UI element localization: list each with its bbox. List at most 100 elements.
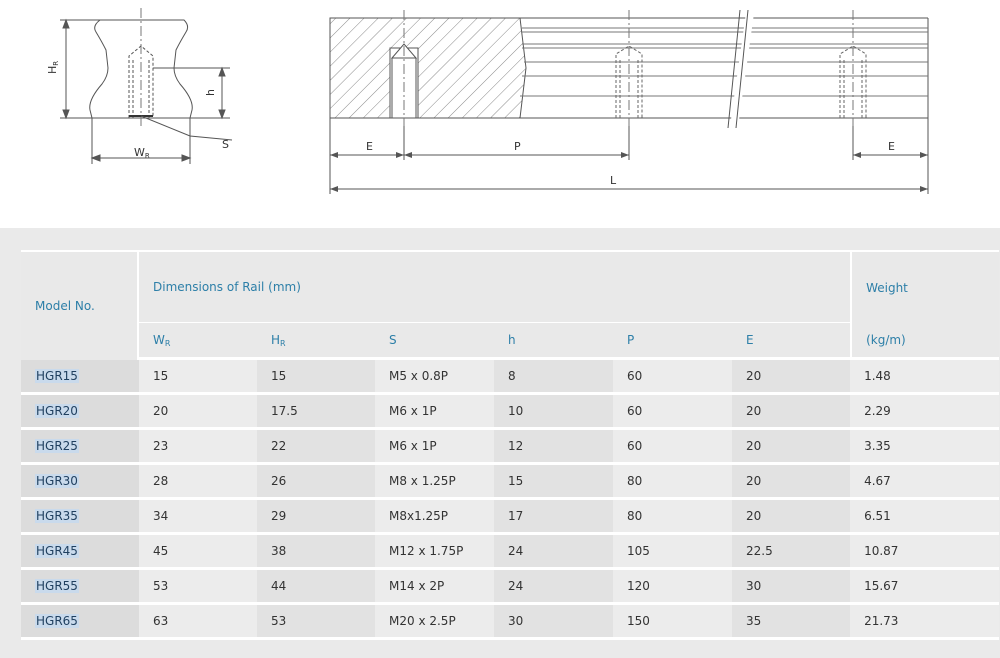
e-right-label: E [888,140,895,153]
cell-wr: 34 [139,500,257,535]
cell-hr: 53 [257,605,375,640]
cell-s: M20 x 2.5P [375,605,494,640]
cell-p: 80 [613,465,732,500]
cell-weight: 1.48 [850,360,1000,395]
table-header-row: Model No. Dimensions of Rail (mm) Weight [21,250,1000,360]
cell-s: M14 x 2P [375,570,494,605]
col-header-h: h [494,323,613,360]
dimensions-group-header: Dimensions of Rail (mm) [139,250,851,323]
col-header-e: E [732,323,851,360]
cell-weight: 10.87 [850,535,1000,570]
cell-s: M6 x 1P [375,430,494,465]
cell-h: 24 [494,535,613,570]
cell-weight: 2.29 [850,395,1000,430]
rail-drawing-svg: HR h S WR [46,8,929,194]
model-cell: HGR35 [21,500,139,535]
cell-e: 22.5 [732,535,851,570]
cell-p: 150 [613,605,732,640]
hr-label: HR [46,61,60,74]
e-left-label: E [366,140,373,153]
model-cell: HGR30 [21,465,139,500]
table-subheader-row: WR HR S h P E (kg/m) [21,323,1000,360]
cell-wr: 53 [139,570,257,605]
cell-s: M6 x 1P [375,395,494,430]
cell-hr: 38 [257,535,375,570]
s-label: S [222,138,229,151]
weight-unit-header: (kg/m) [850,323,1000,360]
cell-h: 30 [494,605,613,640]
cell-e: 30 [732,570,851,605]
cell-p: 80 [613,500,732,535]
cell-weight: 21.73 [850,605,1000,640]
cell-p: 120 [613,570,732,605]
model-name: HGR55 [35,579,79,593]
weight-column-header: Weight [850,250,1000,323]
cell-hr: 17.5 [257,395,375,430]
col-header-hr: HR [257,323,375,360]
cell-hr: 26 [257,465,375,500]
cell-p: 60 [613,360,732,395]
cell-h: 12 [494,430,613,465]
wr-label: WR [134,146,150,160]
model-column-header: Model No. [21,250,139,360]
cell-h: 8 [494,360,613,395]
model-cell: HGR15 [21,360,139,395]
cell-weight: 4.67 [850,465,1000,500]
p-label: P [514,140,521,153]
cell-e: 20 [732,360,851,395]
model-name: HGR15 [35,369,79,383]
model-cell: HGR55 [21,570,139,605]
cell-e: 20 [732,465,851,500]
model-cell: HGR65 [21,605,139,640]
cell-weight: 15.67 [850,570,1000,605]
cell-wr: 45 [139,535,257,570]
cell-s: M12 x 1.75P [375,535,494,570]
cell-h: 17 [494,500,613,535]
l-label: L [610,174,617,187]
cell-e: 20 [732,395,851,430]
model-cell: HGR25 [21,430,139,465]
cell-wr: 63 [139,605,257,640]
rail-spec-panel: Model No. Dimensions of Rail (mm) Weight… [0,228,1000,658]
model-name: HGR25 [35,439,79,453]
h-label: h [204,89,217,96]
col-header-wr: WR [139,323,257,360]
cell-s: M5 x 0.8P [375,360,494,395]
cell-weight: 3.35 [850,430,1000,465]
cell-e: 20 [732,500,851,535]
cell-hr: 29 [257,500,375,535]
cell-e: 20 [732,430,851,465]
cell-wr: 20 [139,395,257,430]
model-name: HGR45 [35,544,79,558]
model-cell: HGR45 [21,535,139,570]
cell-weight: 6.51 [850,500,1000,535]
col-header-s: S [375,323,494,360]
rail-dimension-drawing: HR h S WR [0,0,1000,228]
cell-hr: 15 [257,360,375,395]
cell-p: 105 [613,535,732,570]
cell-wr: 23 [139,430,257,465]
rail-dimensions-table: Model No. Dimensions of Rail (mm) Weight… [21,250,1000,640]
cell-e: 35 [732,605,851,640]
cell-p: 60 [613,430,732,465]
model-cell: HGR20 [21,395,139,430]
model-name: HGR35 [35,509,79,523]
cell-wr: 28 [139,465,257,500]
model-name: HGR65 [35,614,79,628]
model-name: HGR30 [35,474,79,488]
cell-s: M8 x 1.25P [375,465,494,500]
col-header-p: P [613,323,732,360]
model-name: HGR20 [35,404,79,418]
cell-p: 60 [613,395,732,430]
cell-s: M8x1.25P [375,500,494,535]
rail-side-view [329,9,929,194]
cell-h: 24 [494,570,613,605]
